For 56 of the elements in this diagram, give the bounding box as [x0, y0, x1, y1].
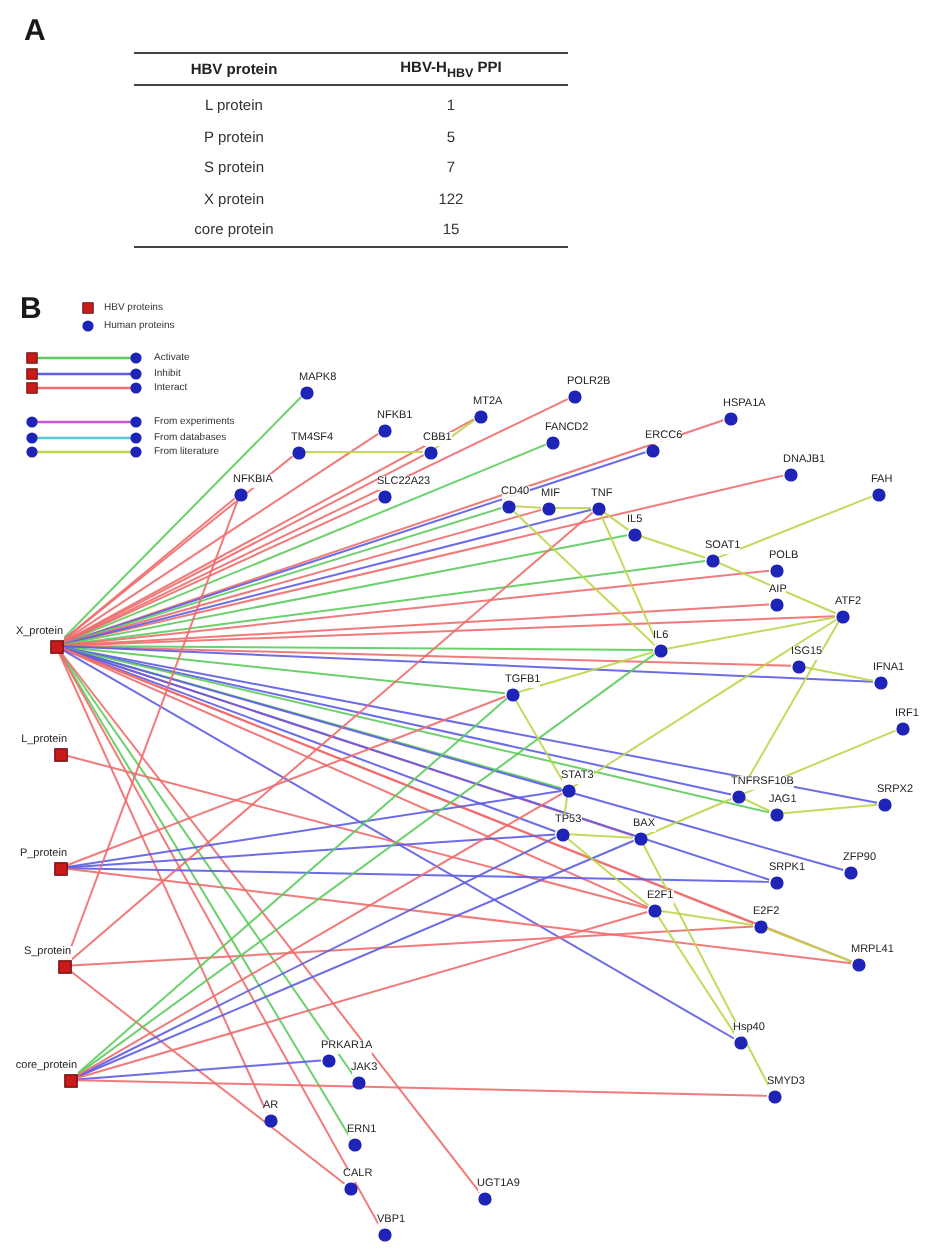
- connector-line: [66, 695, 507, 867]
- panel-letter: A: [24, 16, 46, 46]
- connector-line: [66, 867, 770, 883]
- connector-line: [62, 432, 380, 643]
- connector-line: [62, 645, 792, 667]
- connector-line: [66, 867, 853, 965]
- connector-line: [66, 754, 649, 910]
- connector-line: [62, 646, 771, 814]
- connector-line: [62, 534, 629, 646]
- connector-line: [70, 970, 346, 1185]
- connector-line: [743, 798, 771, 812]
- connector-line: [62, 645, 874, 683]
- connector-line: [514, 699, 566, 785]
- connector-line: [62, 559, 707, 647]
- connector-line: [717, 561, 837, 615]
- connector-line: [76, 910, 649, 1079]
- connector-line: [554, 507, 592, 509]
- connector-line: [434, 419, 476, 449]
- connector-line: [304, 451, 424, 453]
- connector-line: [717, 495, 873, 559]
- connector-line: [645, 797, 733, 837]
- connector-line: [803, 666, 875, 682]
- connector-line: [566, 837, 650, 907]
- connector-line: [62, 603, 770, 647]
- connector-line: [642, 843, 772, 1091]
- connector-line: [517, 651, 655, 693]
- connector-line: [659, 910, 755, 926]
- connector-line: [512, 509, 656, 647]
- connector-line: [514, 505, 542, 509]
- connector-line: [76, 1079, 768, 1097]
- connector-line: [76, 697, 508, 1075]
- panel-letter: B: [20, 294, 42, 324]
- connector-line: [568, 833, 634, 839]
- connector-line: [66, 790, 563, 868]
- connector-line: [76, 792, 563, 1077]
- connector-line: [76, 1059, 322, 1081]
- connector-line: [656, 914, 738, 1038]
- connector-line: [602, 511, 630, 531]
- connector-line: [743, 729, 897, 795]
- connector-line: [572, 618, 838, 788]
- connector-line: [70, 925, 754, 967]
- connector-line: [60, 652, 481, 1194]
- connector-line: [70, 511, 594, 961]
- connector-line: [62, 649, 735, 1040]
- connector-line: [62, 454, 425, 644]
- connector-line: [62, 569, 771, 647]
- connector-line: [61, 396, 303, 640]
- connector-line: [765, 927, 853, 963]
- connector-line: [62, 497, 236, 642]
- connector-line: [62, 497, 379, 644]
- connector-line: [76, 653, 656, 1076]
- connector-line: [639, 535, 707, 559]
- connector-line: [782, 803, 878, 815]
- connector-line: [62, 455, 294, 642]
- connector-line: [62, 646, 879, 804]
- connector-line: [665, 616, 837, 650]
